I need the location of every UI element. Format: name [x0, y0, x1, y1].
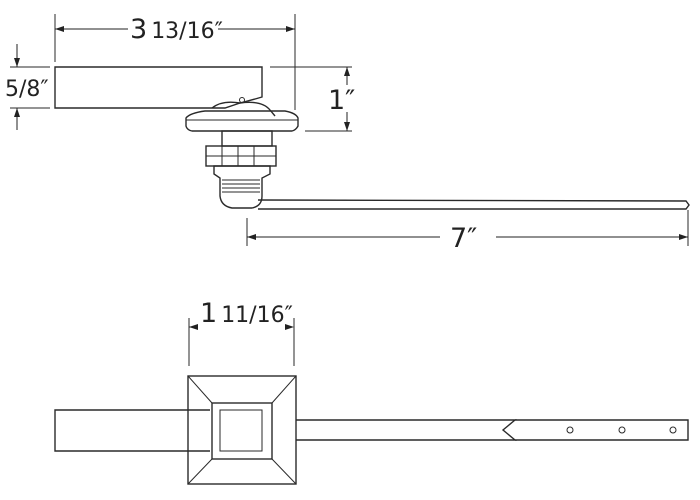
lift-arm: [257, 199, 690, 210]
mounting-flange: [185, 110, 299, 132]
handle-lever: [54, 66, 263, 109]
dim-lever-thickness: 5/8″: [5, 77, 49, 102]
chain-hole-1: [566, 426, 574, 434]
chain-hole-3: [669, 426, 677, 434]
square-escutcheon: [187, 375, 297, 485]
handle-hub: [211, 101, 276, 117]
chain-hole-2: [618, 426, 626, 434]
set-screw-hole: [239, 97, 245, 103]
dim-arm-length: 7″: [450, 223, 477, 254]
lift-arm-top: [296, 419, 517, 441]
arm-tip: [515, 419, 689, 441]
shank: [221, 130, 273, 147]
handle-lever-top: [54, 409, 210, 452]
threaded-end: [213, 165, 271, 209]
dim-flange-height: 1″: [328, 85, 355, 116]
